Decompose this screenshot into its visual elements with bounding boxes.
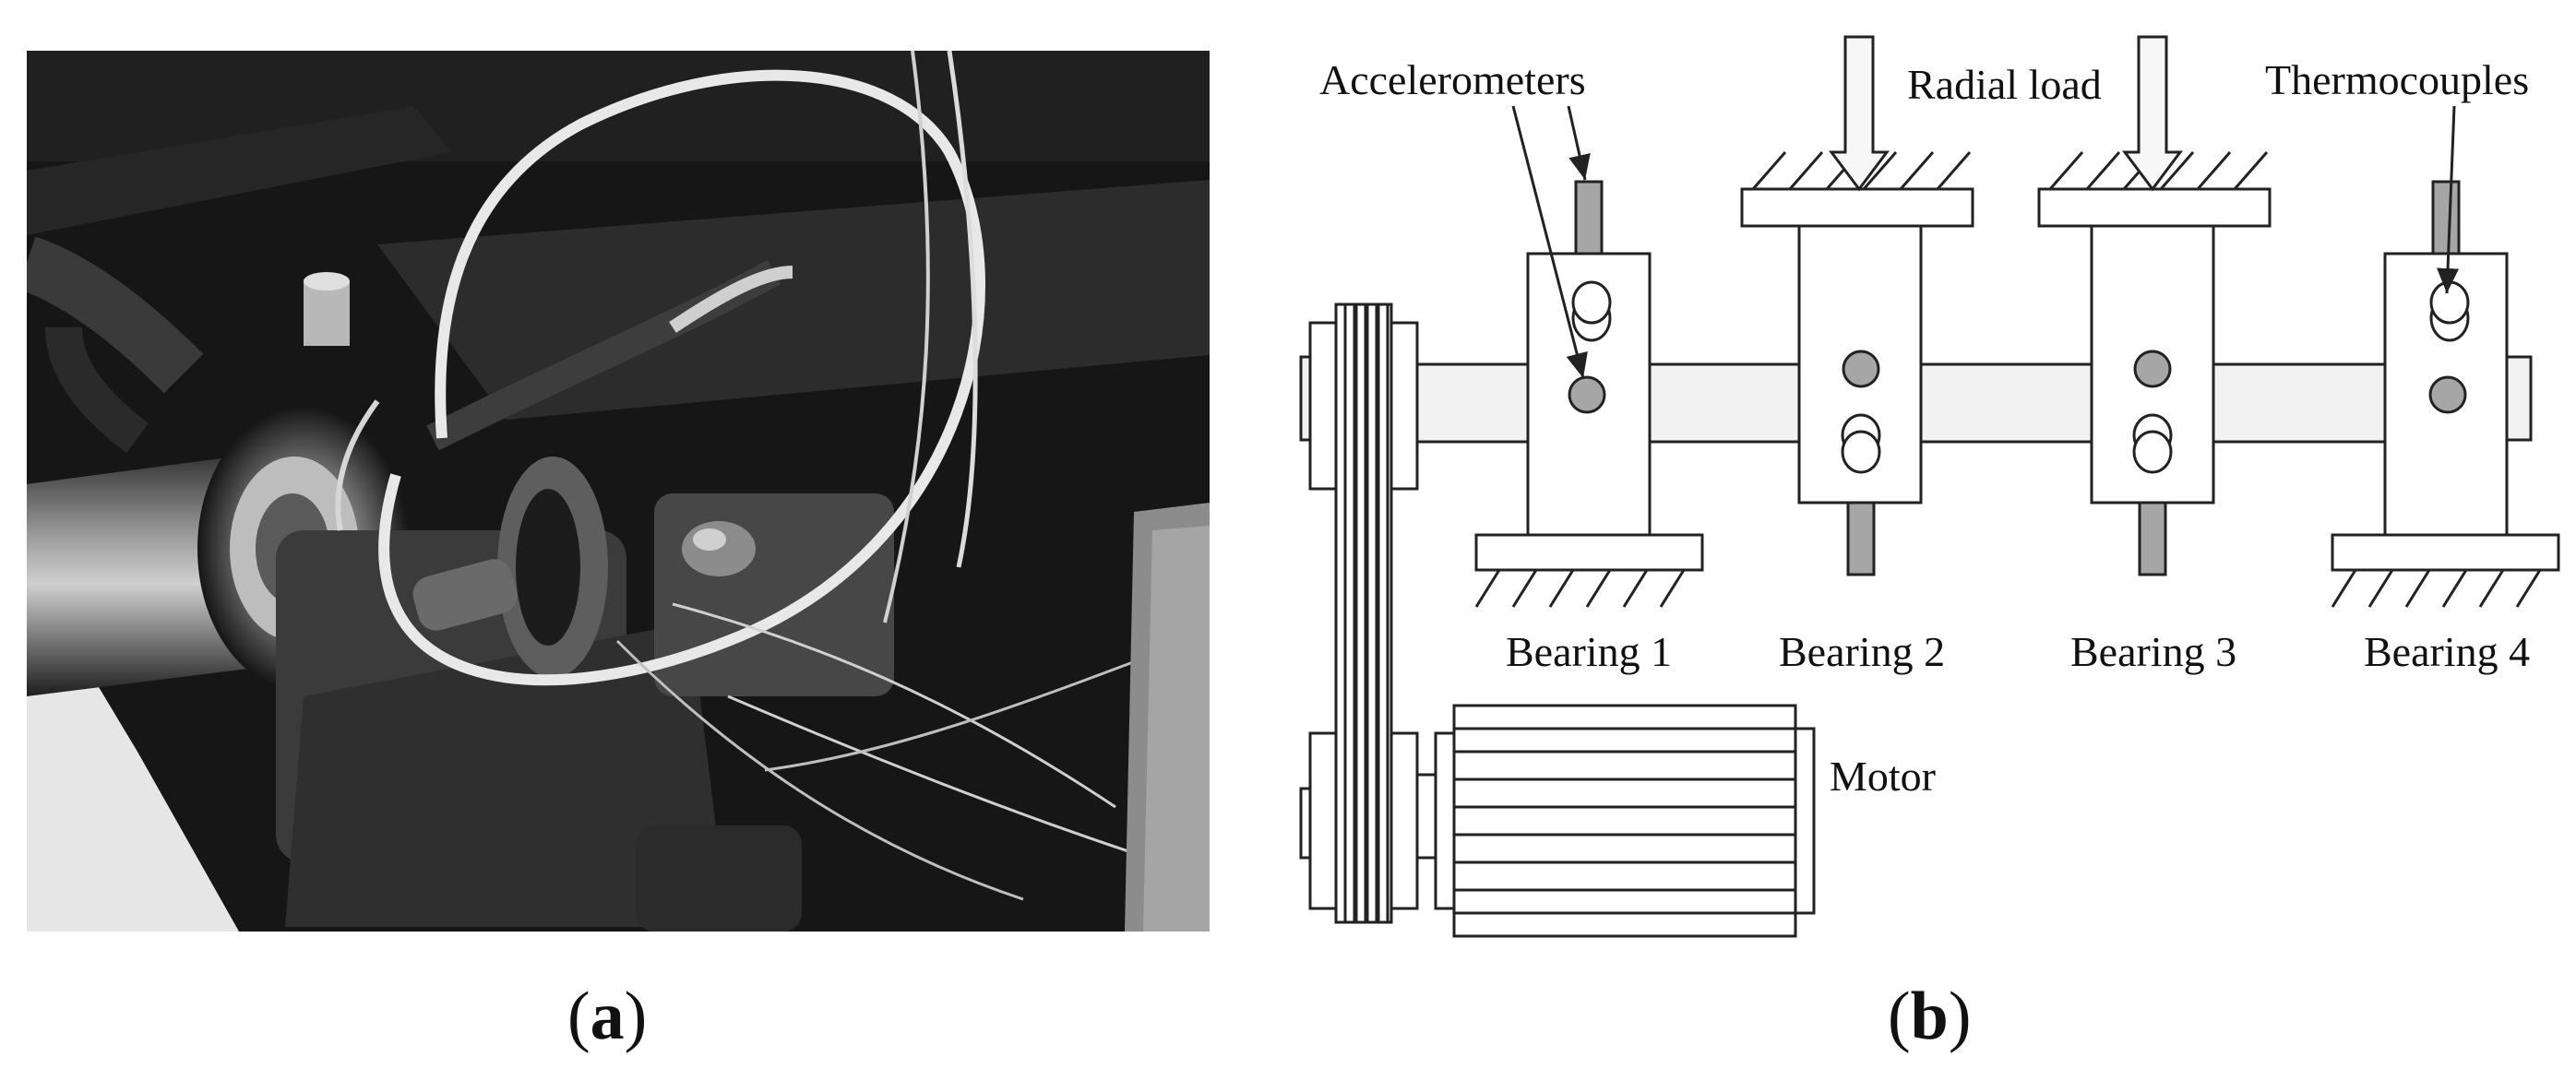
accelerometer-2-vertical: [1846, 501, 1876, 576]
thermocouple-1b: [1571, 280, 1612, 325]
caption-b-close: ): [1948, 979, 1972, 1054]
accelerometer-1-vertical: [1574, 180, 1604, 255]
label-motor: Motor: [1830, 753, 1936, 800]
thermocouple-2b: [1841, 430, 1881, 474]
accelerometer-2-horizontal: [1842, 350, 1880, 388]
bearing-4: [2331, 180, 2560, 608]
thermocouple-3b: [2132, 430, 2173, 474]
thermocouple-4b: [2429, 280, 2470, 325]
motor: [1415, 704, 1816, 938]
accelerometer-4-horizontal: [2428, 375, 2467, 414]
accelerometer-leader-vertical: [1567, 105, 1591, 181]
caption-a: (a): [567, 978, 647, 1056]
label-bearing-1: Bearing 1: [1506, 628, 1672, 675]
bearing-1: [1474, 180, 1704, 608]
accelerometer-3-vertical: [2138, 501, 2167, 576]
accelerometer-3-horizontal: [2133, 350, 2172, 388]
caption-a-open: (: [567, 979, 590, 1054]
label-accelerometers: Accelerometers: [1319, 56, 1586, 103]
caption-a-close: ): [624, 979, 648, 1054]
caption-a-letter: a: [590, 979, 625, 1054]
caption-b: (b): [1888, 978, 1971, 1056]
accelerometer-1-horizontal: [1568, 375, 1606, 414]
accelerometer-leader-horizontal: [1511, 105, 1588, 379]
test-rig-schematic: Accelerometers Radial load Thermocouples…: [1299, 35, 2560, 938]
caption-b-open: (: [1888, 979, 1911, 1054]
thermocouple-leader: [2437, 105, 2460, 294]
label-radial-load: Radial load: [1907, 61, 2102, 108]
caption-b-letter: b: [1910, 979, 1949, 1054]
label-thermocouples: Thermocouples: [2265, 56, 2529, 103]
radial-load-arrow-2: [2122, 35, 2183, 192]
label-bearing-3: Bearing 3: [2070, 628, 2236, 675]
radial-load-arrow-1: [1829, 35, 1890, 192]
bearing-3: [2037, 35, 2272, 576]
label-bearing-2: Bearing 2: [1779, 628, 1945, 675]
accelerometer-4-vertical: [2431, 180, 2461, 255]
shaft-end-right: [2503, 355, 2533, 442]
label-bearing-4: Bearing 4: [2364, 628, 2530, 675]
belt-pulley: [1299, 303, 1419, 924]
bearing-2: [1740, 35, 1974, 576]
test-rig-photo: [27, 51, 1210, 932]
